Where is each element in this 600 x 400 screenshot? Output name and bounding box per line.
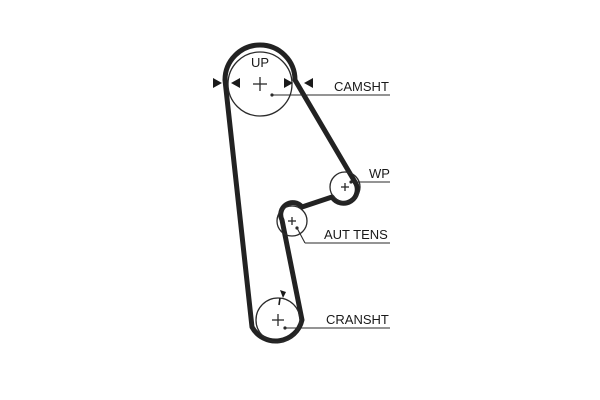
tensioner-pulley — [276, 205, 308, 237]
tensioner-leader-angled — [296, 227, 306, 244]
crankshaft-pulley-circle — [255, 297, 301, 343]
right-outer-arrow-icon — [304, 78, 313, 88]
left-inner-arrow-icon — [231, 78, 240, 88]
tensioner-label: AUT TENS — [324, 227, 388, 242]
crankshaft-timing-arrow-icon — [280, 290, 286, 298]
leader-lines — [270, 93, 390, 330]
camshaft-pulley-circle — [227, 51, 293, 117]
water-pump-pulley-circle — [329, 171, 361, 203]
camshaft-label: CAMSHT — [334, 79, 389, 94]
water-pump-pulley — [329, 171, 361, 203]
camshaft-up-mark: UP — [251, 55, 269, 70]
left-outer-arrow-icon — [213, 78, 222, 88]
tensioner-pulley-circle — [276, 205, 308, 237]
crankshaft-label: CRANSHT — [326, 312, 389, 327]
right-inner-arrow-icon — [284, 78, 293, 88]
timing-mark-arrows — [213, 78, 313, 88]
water-pump-label: WP — [369, 166, 390, 181]
crankshaft-timing-mark — [278, 297, 281, 306]
crankshaft-pulley — [255, 290, 301, 343]
camshaft-pulley: UP — [227, 51, 293, 117]
timing-belt — [222, 42, 360, 344]
